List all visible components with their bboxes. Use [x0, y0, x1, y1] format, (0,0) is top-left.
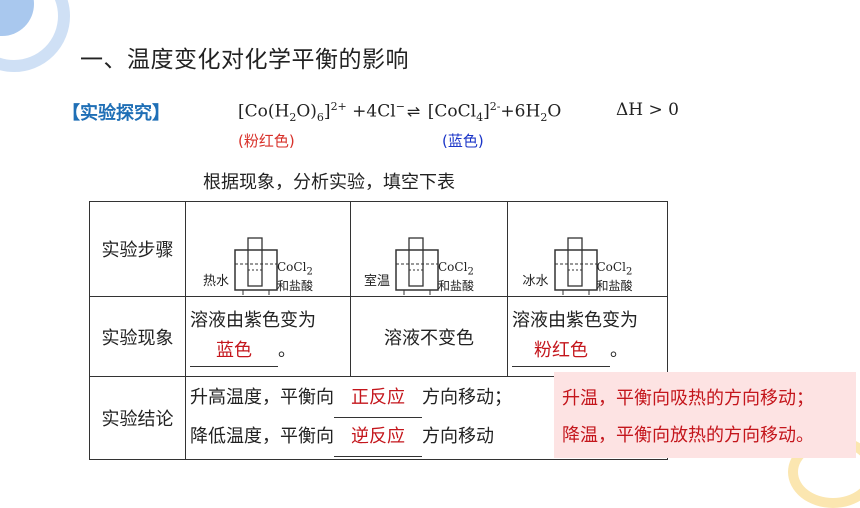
enthalpy-change: ΔH > 0: [616, 100, 679, 120]
condition-label: 冰水: [522, 274, 549, 289]
table-row-phenomena: 实验现象 溶液由紫色变为 蓝色。 溶液不变色 溶液由紫色变为 粉红色。: [89, 296, 668, 377]
phenomenon-hot: 溶液由紫色变为 蓝色。: [185, 296, 351, 377]
color-label-pink: (粉红色): [238, 132, 295, 150]
answer-blank: 粉红色: [512, 336, 610, 367]
beaker-icon: [234, 237, 278, 295]
phenomenon-ice: 溶液由紫色变为 粉红色。: [507, 296, 668, 377]
answer-blank: 正反应: [334, 379, 422, 418]
beaker-icon: [553, 237, 598, 295]
instruction-text: 根据现象，分析实验，填空下表: [203, 172, 455, 193]
row-header-phenomena: 实验现象: [89, 296, 186, 377]
condition-label: 热水: [203, 274, 230, 289]
chemical-equation: [Co(H2O)6]2+ +4Cl−⇌ [CoCl4]2-+6H2O: [238, 100, 562, 125]
page-title: 一、温度变化对化学平衡的影响: [80, 47, 409, 73]
row-header-steps: 实验步骤: [89, 201, 186, 297]
answer-blank: 逆反应: [334, 418, 422, 457]
equilibrium-arrow-icon: ⇌: [406, 101, 421, 121]
phenomenon-text: 溶液由紫色变为: [190, 310, 316, 331]
phenomenon-text: 溶液由紫色变为: [512, 310, 638, 331]
row-header-conclusion: 实验结论: [89, 376, 186, 460]
color-label-blue: (蓝色): [442, 132, 484, 150]
summary-line-heating: 升温，平衡向吸热的方向移动；: [562, 388, 814, 409]
beaker-icon: [395, 237, 439, 295]
summary-line-cooling: 降温，平衡向放热的方向移动。: [562, 425, 814, 446]
answer-blank: 蓝色: [190, 336, 278, 367]
condition-label: 室温: [364, 274, 391, 289]
summary-box: 升温，平衡向吸热的方向移动； 降温，平衡向放热的方向移动。: [554, 372, 856, 458]
phenomenon-room: 溶液不变色: [350, 296, 508, 377]
section-label: 【实验探究】: [62, 103, 170, 124]
